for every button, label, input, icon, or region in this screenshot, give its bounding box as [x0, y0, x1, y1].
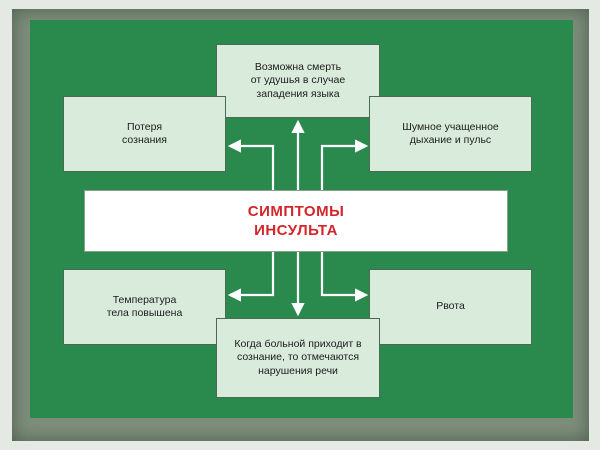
box-bottom-left-temperature: Температура тела повышена — [63, 269, 226, 345]
arrow-down-right — [320, 252, 369, 302]
box-top-left-loss-of-consciousness: Потеря сознания — [63, 96, 226, 172]
center-title-line2: ИНСУЛЬТА — [254, 222, 338, 239]
arrow-up-right — [320, 139, 369, 190]
center-title-line1: СИМПТОМЫ — [247, 203, 345, 220]
box-bottom-right-vomiting: Рвота — [369, 269, 532, 345]
arrow-up-left — [227, 139, 275, 190]
box-top-death-risk: Возможна смерть от удушья в случае запад… — [216, 44, 380, 118]
box-top-right-noisy-breathing: Шумное учащенное дыхание и пульс — [369, 96, 532, 172]
arrow-down-left — [227, 252, 275, 302]
center-title-box: СИМПТОМЫ ИНСУЛЬТА — [84, 190, 508, 252]
box-bottom-speech-impairment: Когда больной приходит в сознание, то от… — [216, 318, 380, 398]
